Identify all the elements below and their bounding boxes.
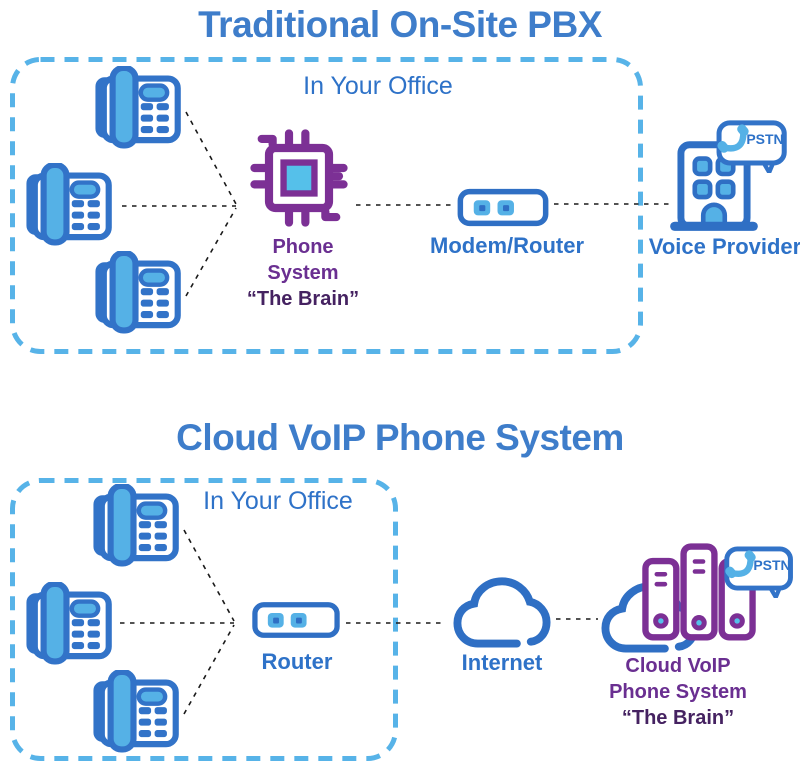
office-label-top: In Your Office [303,72,453,100]
office-label-bottom: In Your Office [203,487,353,515]
cloud-voip-caption: Cloud VoIP Phone System “The Brain” [578,653,778,731]
office-boundary-top [10,57,643,354]
connector-line [183,624,235,715]
connector-line [185,111,237,205]
caption-line: “The Brain” [621,707,735,729]
desk-phone-icon [95,251,183,335]
caption-line: Phone System [609,681,747,703]
pstn-badge-label: PSTN [746,131,784,147]
modem-router-label: Modem/Router [430,233,584,258]
connector-line [185,207,237,297]
desk-phone-icon [95,66,183,150]
caption-line: Cloud VoIP [625,655,731,677]
connector-line [183,529,235,622]
section-title-cloud-voip: Cloud VoIP Phone System [176,417,624,458]
desk-phone-icon [26,163,114,247]
router-label: Router [261,649,333,674]
desk-phone-icon [93,484,181,568]
router-icon [252,601,340,639]
internet-cloud-icon [450,573,554,651]
caption-line: Phone [272,236,334,258]
section-title-traditional-pbx: Traditional On-Site PBX [198,4,602,45]
modem-router-icon [457,188,549,227]
internet-label: Internet [461,650,543,675]
desk-phone-icon [93,670,181,754]
desk-phone-icon [26,582,114,666]
office-boundary-bottom [10,478,398,761]
pstn-badge-label: PSTN [753,557,791,573]
voice-provider-label: Voice Provider [648,234,800,259]
cpu-chip-icon [249,128,349,228]
caption-line: “The Brain” [246,288,360,310]
phone-system-caption: Phone System “The Brain” [218,234,388,312]
caption-line: System [267,262,339,284]
